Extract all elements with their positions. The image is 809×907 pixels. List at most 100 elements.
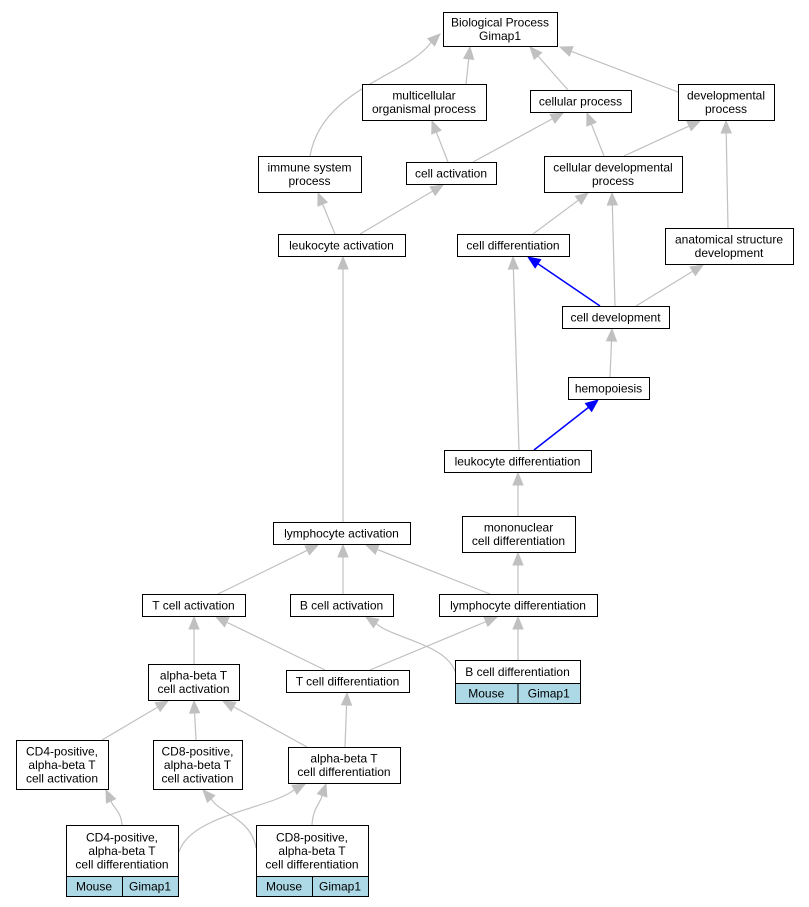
node-label: process — [592, 174, 634, 188]
node-label: development — [695, 246, 764, 260]
arrowhead-tcd-to-lymd — [483, 616, 499, 628]
node-cdiff[interactable]: cell differentiation — [457, 234, 570, 257]
node-bca[interactable]: B cell activation — [290, 594, 394, 617]
annotation-label: Mouse — [468, 687, 504, 701]
node-box — [290, 594, 394, 617]
node-box — [457, 234, 570, 257]
node-label: CD8-positive, — [276, 830, 348, 844]
node-label: organismal process — [372, 102, 476, 116]
arrowhead-dp-to-bp — [558, 46, 574, 57]
node-lyma[interactable]: lymphocyte activation — [273, 522, 411, 545]
node-box — [286, 670, 410, 693]
edge-cdp-to-cp — [590, 123, 605, 157]
node-label: Gimap1 — [479, 29, 521, 43]
node-box — [362, 84, 487, 121]
node-ca[interactable]: cell activation — [406, 162, 497, 185]
node-tcd[interactable]: T cell differentiation — [286, 670, 410, 693]
node-label: multicellular — [392, 89, 455, 103]
node-ld[interactable]: leukocyte differentiation — [444, 450, 592, 473]
node-box — [665, 228, 794, 265]
node-lymd[interactable]: lymphocyte differentiation — [439, 594, 598, 617]
arrowhead-mop-to-bp — [462, 45, 475, 61]
edge-cdp-to-dp — [623, 125, 690, 157]
node-label: Biological Process — [451, 16, 549, 30]
nodes-layer: Biological ProcessGimap1multicellularorg… — [16, 12, 794, 897]
annotation-cell — [517, 683, 581, 704]
node-label: T cell activation — [152, 598, 234, 612]
edge-la-to-isp — [322, 203, 336, 235]
arrowhead-bcd-to-bca — [364, 616, 380, 629]
node-label: alpha-beta T — [28, 758, 96, 772]
edge-ca-to-mop — [435, 131, 449, 163]
arrowhead-cdev-to-cdp — [606, 191, 619, 206]
edge-abtd-to-abta — [233, 706, 308, 748]
node-box — [16, 740, 109, 790]
edge-ld-to-hemo — [533, 406, 590, 451]
node-label: anatomical structure — [675, 233, 783, 247]
annotation-cell — [312, 876, 369, 897]
arrowhead-hemo-to-cdev — [605, 327, 618, 342]
arrowhead-ld-to-cdiff — [507, 255, 520, 270]
edge-cd8d-to-abtd — [311, 795, 323, 826]
edge-tcd-to-lymd — [369, 621, 487, 671]
node-box — [278, 234, 406, 257]
annotation-label: Gimap1 — [129, 880, 171, 894]
node-cdev[interactable]: cell development — [562, 306, 670, 329]
node-label: alpha-beta T — [278, 844, 346, 858]
arrowhead-tca-to-lyma — [304, 544, 320, 556]
node-box — [273, 522, 411, 545]
arrowhead-isp-to-bp — [426, 33, 441, 47]
edge-asd-to-dp — [725, 132, 729, 229]
arrowhead-tcd-to-tca — [214, 616, 230, 628]
node-box — [406, 162, 497, 185]
node-label: cell activation — [157, 682, 229, 696]
edge-ld-to-cdiff — [512, 268, 520, 451]
node-box — [258, 156, 362, 193]
node-label: B cell activation — [300, 598, 383, 612]
edge-bcd-to-bca — [375, 622, 457, 675]
node-label: cell differentiation — [265, 857, 358, 871]
node-box — [530, 90, 632, 113]
node-cp[interactable]: cellular process — [530, 90, 632, 113]
node-label: alpha-beta T — [88, 844, 156, 858]
node-label: alpha-beta T — [164, 758, 232, 772]
edge-cd8d-to-cd8a — [210, 798, 257, 849]
arrowhead-abtd-to-abta — [221, 700, 237, 713]
node-label: lymphocyte differentiation — [450, 598, 586, 612]
arrowhead-bcd-to-lymd — [512, 615, 524, 630]
node-tca[interactable]: T cell activation — [142, 594, 246, 617]
annotation-label: Mouse — [266, 880, 302, 894]
arrowhead-cp-to-bp — [529, 46, 543, 61]
edge-abtd-to-tcd — [344, 704, 348, 748]
arrowhead-cd8a-to-abta — [188, 699, 201, 714]
arrowhead-cdp-to-cp — [586, 111, 597, 127]
node-label: hemopoiesis — [575, 381, 642, 395]
edge-cdev-to-cdiff — [537, 263, 601, 307]
arrowhead-cd4a-to-abta — [154, 700, 170, 713]
node-label: cell differentiation — [472, 534, 565, 548]
node-label: T cell differentiation — [296, 674, 400, 688]
arrowhead-lymd-to-lyma — [364, 544, 380, 555]
node-hemo[interactable]: hemopoiesis — [568, 377, 650, 400]
arrowhead-abta-to-tca — [188, 615, 200, 630]
node-box — [148, 664, 240, 701]
arrowhead-ld-to-hemo — [584, 399, 600, 413]
node-box — [439, 594, 598, 617]
node-la[interactable]: leukocyte activation — [278, 234, 406, 257]
node-box — [678, 84, 775, 121]
node-box — [462, 516, 576, 553]
